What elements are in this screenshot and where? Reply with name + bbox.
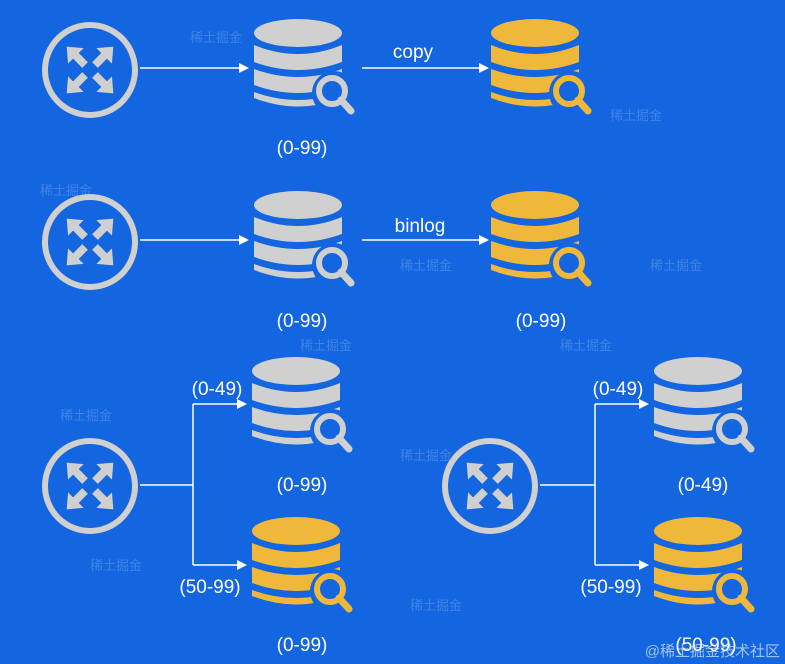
svg-text:稀土掘金: 稀土掘金 bbox=[60, 408, 112, 423]
edge-label-copy: copy bbox=[393, 42, 434, 63]
router-icon bbox=[445, 441, 535, 531]
database-icon bbox=[254, 19, 356, 115]
branch-label-top: (0-49) bbox=[192, 379, 243, 400]
database-icon bbox=[252, 357, 354, 453]
replica-database-icon bbox=[491, 19, 593, 115]
branch-label-top: (0-49) bbox=[593, 379, 644, 400]
background-watermarks: 稀土掘金 稀土掘金 稀土掘金 稀土掘金 稀土掘金 稀土掘金 稀土掘金 稀土掘金 … bbox=[40, 30, 702, 613]
db-range-label: (50-99) bbox=[675, 635, 736, 656]
svg-text:稀土掘金: 稀土掘金 bbox=[90, 558, 142, 573]
database-icon bbox=[254, 191, 356, 287]
watermark-text: @稀土掘金技术社区 bbox=[645, 643, 780, 660]
branch-label-bottom: (50-99) bbox=[179, 577, 240, 598]
database-icon bbox=[654, 357, 756, 453]
db-range-label: (0-99) bbox=[277, 311, 328, 332]
svg-text:稀土掘金: 稀土掘金 bbox=[40, 183, 92, 198]
svg-text:稀土掘金: 稀土掘金 bbox=[400, 448, 452, 463]
svg-text:稀土掘金: 稀土掘金 bbox=[190, 30, 242, 45]
router-icon bbox=[45, 197, 135, 287]
svg-text:稀土掘金: 稀土掘金 bbox=[400, 258, 452, 273]
router-icon bbox=[45, 441, 135, 531]
svg-text:稀土掘金: 稀土掘金 bbox=[610, 108, 662, 123]
svg-text:稀土掘金: 稀土掘金 bbox=[300, 338, 352, 353]
svg-text:稀土掘金: 稀土掘金 bbox=[650, 258, 702, 273]
replica-database-icon bbox=[491, 191, 593, 287]
db-range-label: (0-99) bbox=[277, 635, 328, 656]
db-range-label: (0-99) bbox=[516, 311, 567, 332]
svg-text:稀土掘金: 稀土掘金 bbox=[560, 338, 612, 353]
edge-label-binlog: binlog bbox=[395, 216, 446, 237]
router-icon bbox=[45, 25, 135, 115]
replica-database-icon bbox=[252, 517, 354, 613]
db-range-label: (0-49) bbox=[678, 475, 729, 496]
branch-label-bottom: (50-99) bbox=[580, 577, 641, 598]
db-range-label: (0-99) bbox=[277, 475, 328, 496]
replica-database-icon bbox=[654, 517, 756, 613]
db-range-label: (0-99) bbox=[277, 138, 328, 159]
svg-text:稀土掘金: 稀土掘金 bbox=[410, 598, 462, 613]
